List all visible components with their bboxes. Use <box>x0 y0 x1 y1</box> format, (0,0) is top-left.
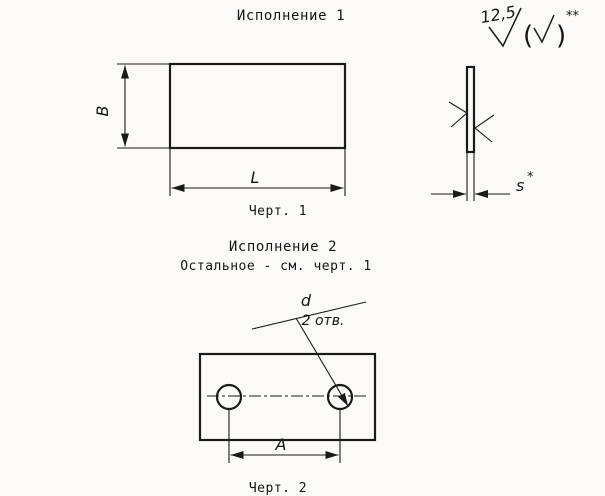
figure2-title: Исполнение 2 <box>229 239 337 255</box>
figure1-front-view: Исполнение 1 B L Черт. 1 <box>93 8 347 219</box>
dim-label-l: L <box>251 168 260 187</box>
surface-roughness-left-icon <box>448 101 468 128</box>
plate-outline <box>168 62 347 150</box>
figure2-note: Остальное - см. черт. 1 <box>180 259 372 274</box>
dim-label-b: B <box>93 106 112 117</box>
paren-open: ( <box>523 21 533 51</box>
roughness-check-icon <box>488 7 522 48</box>
roughness-check-small-icon <box>533 14 555 44</box>
hole-diameter-label: d <box>301 291 312 310</box>
hole-count-label: 2 отв. <box>302 313 345 329</box>
leader-shelf-line <box>251 301 367 330</box>
figure1-side-view: 12,5 ( ) ** s * <box>431 2 580 201</box>
hole-left <box>215 383 243 411</box>
dim-label-s-star: * <box>527 170 534 185</box>
figure2-view: Исполнение 2 Остальное - см. черт. 1 d 2… <box>180 239 377 496</box>
surface-roughness-right-icon <box>474 114 495 143</box>
roughness-value: 12,5 <box>479 2 517 27</box>
dim-label-a: A <box>275 435 287 454</box>
dim-label-s: s <box>516 176 524 195</box>
plate-edge-outline <box>465 65 476 154</box>
leader-arrow-line <box>295 317 349 407</box>
figure1-caption: Черт. 1 <box>249 204 307 219</box>
figure1-title: Исполнение 1 <box>237 8 345 24</box>
note-stars: ** <box>566 9 580 24</box>
plate2-outline <box>198 352 377 442</box>
hole-right <box>326 383 354 411</box>
paren-close: ) <box>556 21 566 51</box>
figure2-caption: Черт. 2 <box>249 481 307 496</box>
